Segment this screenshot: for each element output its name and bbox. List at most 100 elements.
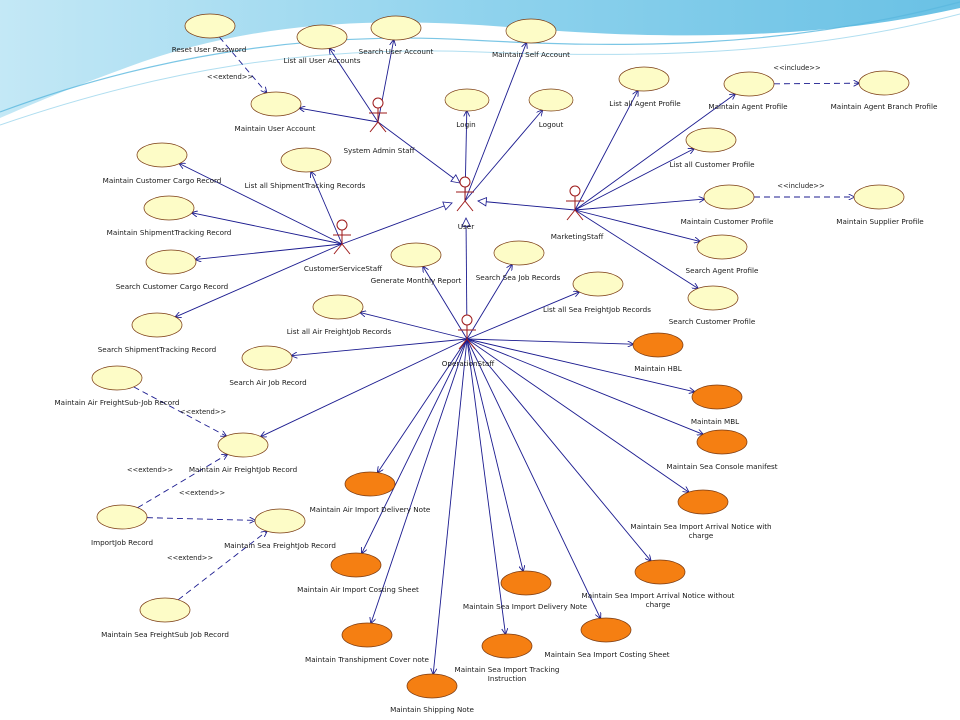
use-case-oval (241, 345, 293, 371)
actor-right-leg (464, 200, 474, 212)
use-case-label: Login (456, 120, 475, 129)
use-case-oval (444, 88, 490, 112)
use-case-oval (250, 91, 302, 117)
use-case-oval (691, 384, 743, 410)
use-case-gen-report[interactable]: Generate Monthly Report (371, 242, 462, 285)
use-case-label: Search Agent Profile (686, 266, 759, 275)
association-ops-arr_nocharge (466, 338, 651, 561)
use-case-list-cust[interactable]: List all Customer Profile (669, 127, 755, 169)
actor-label: User (458, 222, 474, 231)
use-case-list-sea[interactable]: List all Sea FreightJob Records (543, 271, 651, 314)
use-case-maint-ship[interactable]: Maintain ShipmentTracking Record (107, 195, 232, 237)
use-case-console[interactable]: Maintain Sea Console manifest (666, 429, 778, 471)
use-case-label: Maintain Sea Import Costing Sheet (544, 650, 669, 659)
association-ops-arr_charge (466, 338, 689, 492)
use-case-oval (406, 673, 458, 699)
association-marketing-list_cust (574, 149, 694, 211)
use-case-label: Maintain User Account (235, 124, 316, 133)
association-ops-console (466, 338, 703, 434)
use-case-label: Maintain Air FreightSub-Job Record (54, 398, 179, 407)
use-case-shipping[interactable]: Maintain Shipping Note (390, 673, 475, 714)
association-marketing-search_agent (574, 209, 700, 241)
use-case-oval (493, 240, 545, 266)
use-case-mbl[interactable]: Maintain MBL (691, 384, 743, 426)
use-case-arr-nocharge[interactable]: Maintain Sea Import Arrival Notice witho… (582, 559, 735, 609)
association-ops-search_air (292, 338, 468, 356)
use-case-list-ship[interactable]: List all ShipmentTracking Records (245, 147, 366, 190)
use-case-sea-delivery[interactable]: Maintain Sea Import Delivery Note (463, 570, 588, 611)
association-ops-air_job (261, 338, 468, 437)
use-case-login[interactable]: Login (444, 88, 490, 129)
use-case-oval (312, 294, 364, 320)
use-case-self-acct[interactable]: Maintain Self Account (492, 18, 570, 59)
association-ops-sea_delivery (466, 338, 523, 571)
use-case-search-ship[interactable]: Search ShipmentTracking Record (98, 312, 217, 354)
use-case-label: List all User Accounts (284, 56, 361, 65)
use-case-air-costing[interactable]: Maintain Air Import Costing Sheet (297, 552, 419, 594)
use-case-oval (703, 184, 755, 210)
association-ops-sea_costing (466, 338, 600, 618)
use-case-maint-cust[interactable]: Maintain Customer Profile (681, 184, 774, 226)
actor-marketing[interactable]: MarketingStaff (551, 185, 605, 241)
use-case-oval (254, 508, 306, 534)
use-case-label: Maintain MBL (691, 417, 739, 426)
use-case-air-job[interactable]: Maintain Air FreightJob Record (189, 432, 297, 474)
use-case-air-delivery[interactable]: Maintain Air Import Delivery Note (310, 471, 431, 514)
use-case-search-agent[interactable]: Search Agent Profile (686, 234, 759, 275)
actor-admin[interactable]: System Admin Staff (343, 97, 416, 155)
actor-css[interactable]: CustomerServiceStaff (304, 219, 383, 273)
actor-left-leg (458, 338, 468, 350)
actor-label: MarketingStaff (551, 232, 605, 241)
generalization-admin-user (377, 121, 460, 183)
use-case-label: Search Air Job Record (229, 378, 306, 387)
use-case-sea-costing[interactable]: Maintain Sea Import Costing Sheet (544, 617, 670, 659)
actor-user[interactable]: User (456, 176, 474, 231)
use-case-search-air[interactable]: Search Air Job Record (229, 345, 307, 387)
use-case-oval (139, 597, 191, 623)
use-case-logout[interactable]: Logout (528, 88, 574, 129)
use-case-oval (685, 127, 737, 153)
use-case-sea-sub[interactable]: Maintain Sea FreightSub Job Record (101, 597, 229, 639)
use-case-oval (131, 312, 183, 338)
use-case-search-cargo[interactable]: Search Customer Cargo Record (116, 249, 229, 291)
dependency-stereotype-label: <<extend>> (179, 489, 225, 497)
use-case-list-user[interactable]: List all User Accounts (284, 24, 361, 65)
use-case-oval (91, 365, 143, 391)
use-case-reset-pw[interactable]: Reset User Password (172, 13, 247, 54)
use-case-cust-cargo[interactable]: Maintain Customer Cargo Record (103, 142, 222, 185)
use-case-oval (370, 15, 422, 41)
use-case-oval (723, 71, 775, 97)
use-case-maint-agent[interactable]: Maintain Agent Profile (708, 71, 788, 111)
use-case-oval (632, 332, 684, 358)
use-case-label: Maintain Air FreightJob Record (189, 465, 297, 474)
use-case-import-job[interactable]: ImportJob Record (91, 504, 153, 547)
use-case-label: Maintain Shipping Note (390, 705, 474, 714)
use-case-label: Maintain Transhipment Cover note (305, 655, 430, 664)
use-case-search-user[interactable]: Search User Account (359, 15, 434, 56)
use-case-label: Maintain Air Import Delivery Note (310, 505, 431, 514)
use-case-supplier[interactable]: Maintain Supplier Profile (836, 184, 924, 226)
use-case-list-agent[interactable]: List all Agent Profile (609, 66, 681, 108)
use-case-oval (634, 559, 686, 585)
use-case-oval (528, 88, 574, 112)
use-case-label: Search Customer Profile (669, 317, 756, 326)
use-case-label: Maintain Air Import Costing Sheet (297, 585, 419, 594)
actor-ops[interactable]: OperationStaff (442, 314, 496, 368)
use-case-search-sea[interactable]: Search Sea Job Records (476, 240, 561, 282)
use-case-hbl[interactable]: Maintain HBL (632, 332, 684, 373)
use-case-search-cust[interactable]: Search Customer Profile (669, 285, 756, 326)
actor-left-leg (333, 243, 343, 255)
actor-head (336, 219, 348, 231)
use-case-sea-job[interactable]: Maintain Sea FreightJob Record (224, 508, 336, 550)
use-case-list-air[interactable]: List all Air FreightJob Records (287, 294, 392, 336)
use-case-agent-branch[interactable]: Maintain Agent Branch Profile (831, 70, 938, 111)
use-case-maint-user[interactable]: Maintain User Account (235, 91, 316, 133)
use-case-air-sub[interactable]: Maintain Air FreightSub-Job Record (54, 365, 180, 407)
use-case-oval (344, 471, 396, 497)
association-css-list_ship (311, 172, 343, 245)
use-case-transhipment[interactable]: Maintain Transhipment Cover note (305, 622, 430, 664)
dependency-air_sub-air_job (133, 386, 226, 436)
